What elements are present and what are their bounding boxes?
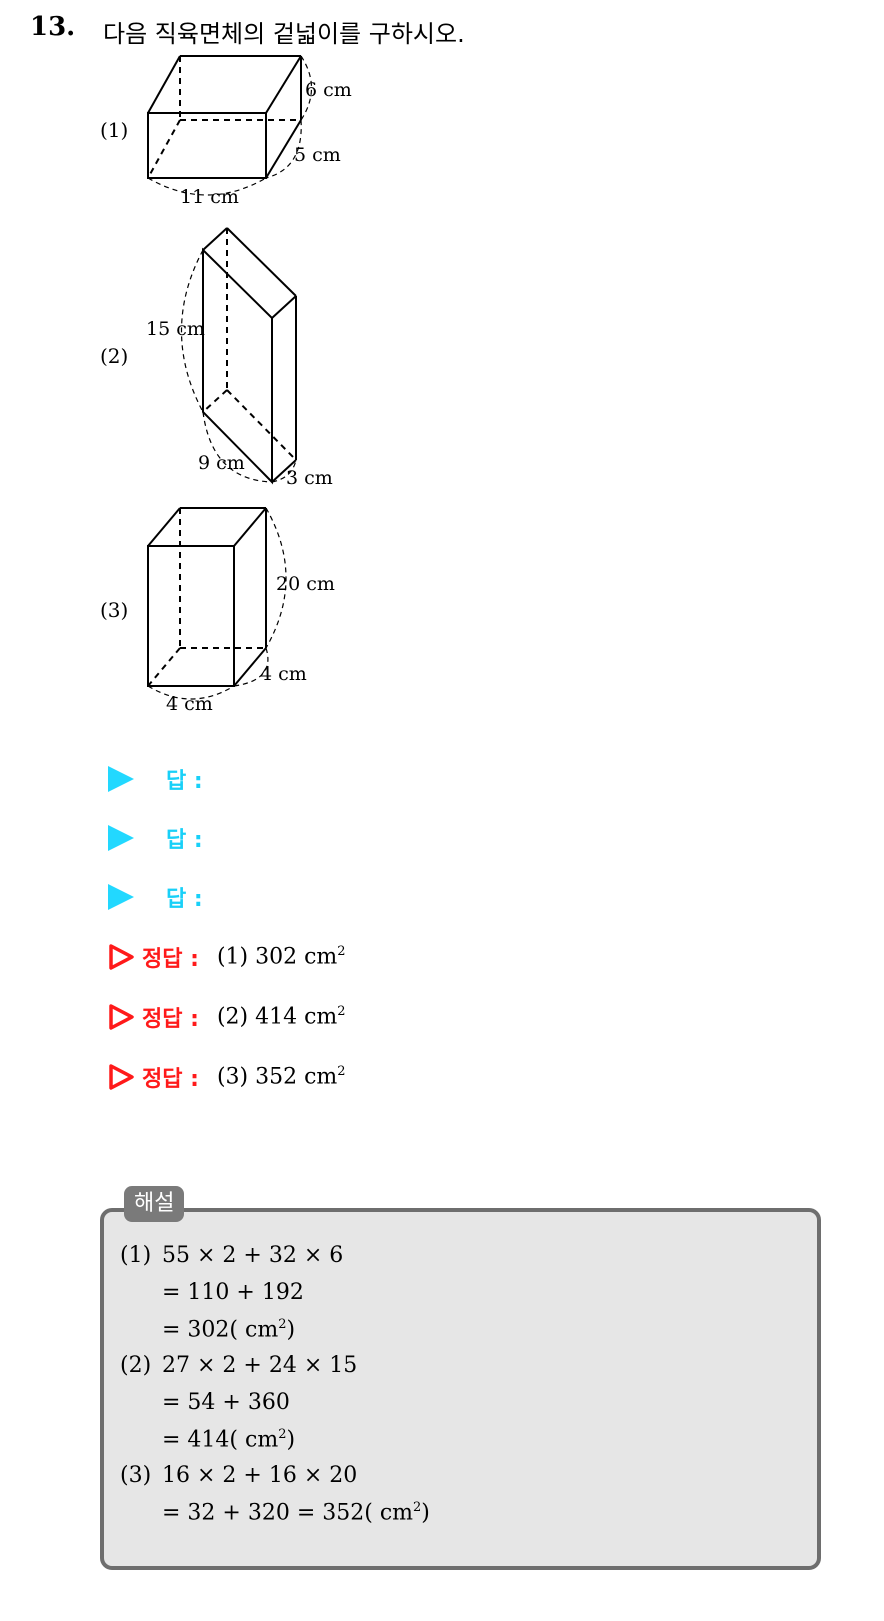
solution-part-3-num: (3): [120, 1463, 152, 1488]
figure-3-width: 4 cm: [166, 693, 213, 715]
final-answer-row-1: 정답 : (1) 302 cm2: [108, 940, 346, 974]
solution-part-1-num: (1): [120, 1243, 152, 1268]
answer-row-3: 답 :: [108, 880, 203, 914]
answer-row-1: 답 :: [108, 762, 203, 796]
final-answer-value: (2) 414 cm2: [216, 1004, 346, 1030]
figure-1-label: (1): [100, 118, 129, 142]
play-outline-icon: [109, 944, 134, 970]
figure-2-width: 9 cm: [198, 452, 245, 474]
solution-tag: 해설: [124, 1186, 185, 1222]
solution-part-2-num: (2): [120, 1353, 152, 1378]
cuboid-figures: 6 cm 5 cm 11 cm 15 cm 9 cm 3 cm: [146, 55, 352, 715]
solution-line: = 110 + 192: [162, 1280, 304, 1305]
figure-2-depth: 3 cm: [286, 467, 333, 489]
figure-2-label: (2): [100, 344, 129, 368]
play-outline-icon: [109, 1004, 134, 1030]
final-answer-value: (1) 302 cm2: [216, 944, 346, 970]
play-icon: [108, 825, 134, 851]
final-answer-row-2: 정답 : (2) 414 cm2: [108, 1000, 346, 1034]
final-answer-label: 정답 :: [142, 1007, 199, 1032]
play-icon: [108, 766, 134, 792]
solution-box: [100, 1208, 821, 1570]
solution-line: = 54 + 360: [162, 1390, 290, 1415]
figure-1-height: 6 cm: [305, 79, 352, 101]
solution-line: = 414( cm2): [162, 1427, 296, 1453]
answer-label: 답 :: [166, 769, 203, 794]
solution-line: 55 × 2 + 32 × 6: [162, 1243, 344, 1268]
play-icon: [108, 884, 134, 910]
final-answer-label: 정답 :: [142, 1067, 199, 1092]
cuboid-2: [180, 227, 297, 485]
figure-3-depth: 4 cm: [260, 663, 307, 685]
question-number: 13.: [30, 12, 76, 42]
final-answer-label: 정답 :: [142, 947, 199, 972]
final-answer-row-3: 정답 : (3) 352 cm2: [108, 1060, 346, 1094]
figure-1-width: 11 cm: [180, 186, 239, 208]
figure-3-label: (3): [100, 598, 129, 622]
cuboid-1: [147, 55, 312, 196]
figure-3-height: 20 cm: [276, 573, 335, 595]
solution-line: = 302( cm2): [162, 1317, 296, 1343]
solution-line: = 32 + 320 = 352( cm2): [162, 1500, 430, 1526]
answer-row-2: 답 :: [108, 821, 203, 855]
question-text: 다음 직육면체의 겉넓이를 구하시오.: [103, 20, 465, 48]
solution-line: 27 × 2 + 24 × 15: [162, 1353, 358, 1378]
figure-2-height: 15 cm: [146, 318, 205, 340]
solution-line: 16 × 2 + 16 × 20: [162, 1463, 358, 1488]
figure-1-depth: 5 cm: [294, 144, 341, 166]
answer-label: 답 :: [166, 887, 203, 912]
final-answer-value: (3) 352 cm2: [216, 1064, 346, 1090]
play-outline-icon: [109, 1064, 134, 1090]
cuboid-3: [147, 507, 287, 700]
answer-label: 답 :: [166, 828, 203, 853]
